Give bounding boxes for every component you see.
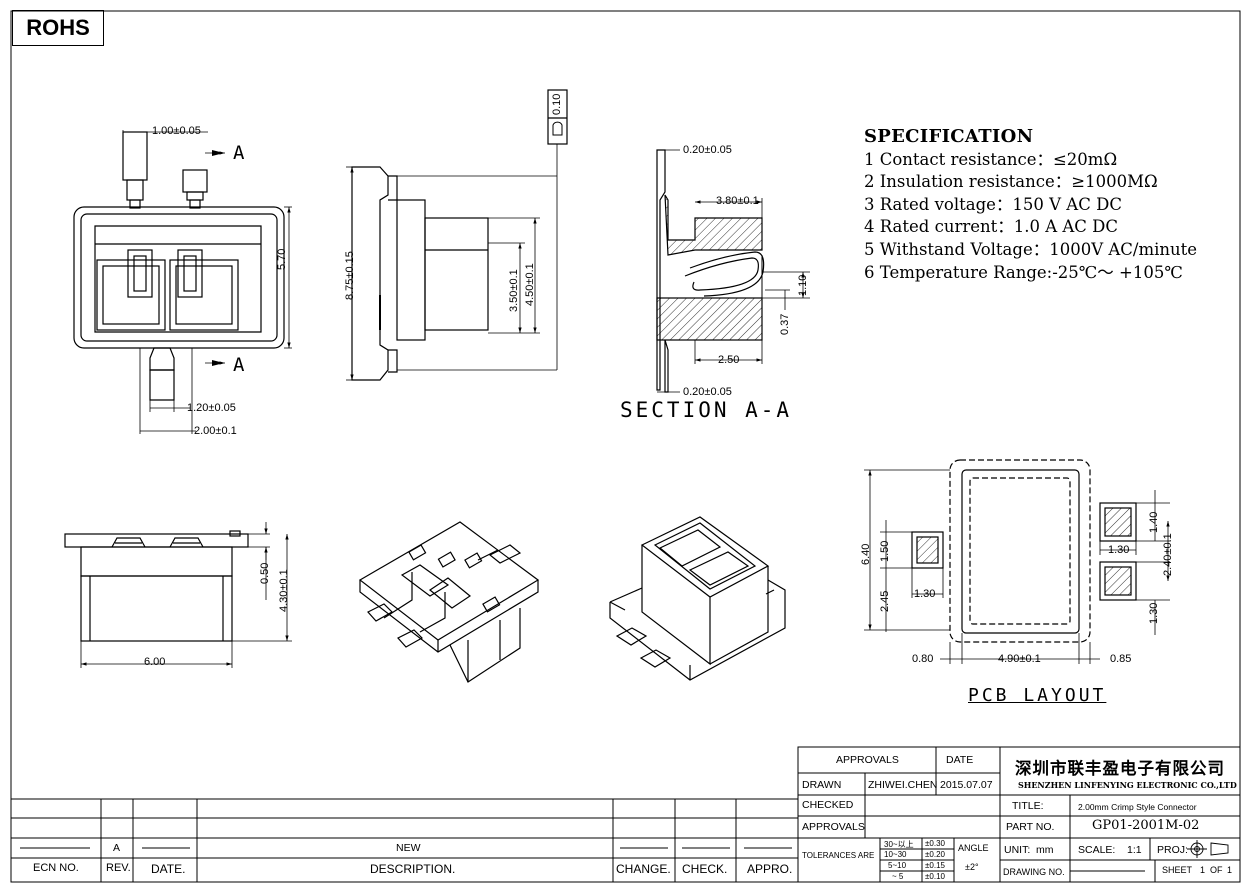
tb-angle-value: ±2°: [965, 862, 979, 872]
tb-unit-value: mm: [1036, 844, 1054, 856]
specification-block: SPECIFICATION 1 Contact resistance：≤20mΩ…: [864, 126, 1197, 284]
dim-pcb-pad-l-w: 1.30: [914, 588, 936, 600]
tol-value-1: ±0.30: [925, 839, 945, 848]
tol-value-2: ±0.20: [925, 850, 945, 859]
tb-sheet-total: 1: [1227, 865, 1233, 875]
rev-header-appro: APPRO.: [747, 862, 793, 876]
dim-side-inner1: 3.50±0.1: [508, 269, 520, 312]
dim-pcb-pad-r-h: 1.40: [1148, 511, 1160, 533]
tb-title-value: 2.00mm Crimp Style Connector: [1078, 802, 1197, 812]
rev-value: A: [113, 842, 121, 854]
section-arrow-bottom: [212, 360, 224, 366]
section-a-a-label: SECTION A-A: [620, 398, 793, 422]
rev-header-ecn: ECN NO.: [33, 862, 79, 874]
tb-scale-value: 1:1: [1127, 844, 1142, 856]
spec-item-3: 3 Rated voltage：150 V AC DC: [864, 194, 1122, 214]
dim-side-inner2: 4.50±0.1: [524, 263, 536, 306]
dim-section-bottom: 0.20±0.05: [683, 386, 732, 398]
rev-description-value: NEW: [396, 842, 421, 854]
spec-item-5: 5 Withstand Voltage：1000V AC/minute: [864, 239, 1198, 259]
dim-side-overall: 8.75±0.15: [344, 251, 356, 300]
dim-section-foot: 2.50: [718, 354, 740, 366]
tol-value-3: ±0.15: [925, 861, 945, 870]
dim-pcb-width: 4.90±0.1: [998, 653, 1041, 665]
tb-drawn-by: ZHIWEI.CHEN: [868, 779, 938, 791]
isometric-view-back: [358, 521, 540, 683]
flatness-symbol: [552, 121, 563, 136]
dim-pcb-pad-r-w: 1.30: [1108, 544, 1130, 556]
rev-header-date: DATE.: [151, 862, 186, 876]
tb-sheet-label: SHEET: [1162, 865, 1193, 875]
tb-drawn-label: DRAWN: [802, 779, 842, 791]
rev-header-rev: REV.: [106, 862, 131, 874]
projection-symbol-icon: [1187, 840, 1229, 858]
elevation-view: [64, 522, 292, 668]
dim-pin-width: 1.20±0.05: [187, 402, 236, 414]
tol-range-2: 10~30: [884, 850, 907, 859]
tb-sheet-value: 1: [1200, 865, 1206, 875]
pcb-layout-label: PCB LAYOUT: [968, 685, 1107, 706]
tol-range-4: ~ 5: [892, 872, 904, 881]
tb-drawn-date: 2015.07.07: [940, 779, 993, 791]
tb-drawing-no-label: DRAWING NO.: [1003, 867, 1065, 877]
dim-pcb-pad-l-h: 1.50: [879, 540, 891, 562]
dim-elev-thickness: 0.50: [259, 562, 271, 584]
spec-item-6: 6 Temperature Range:-25℃～ +105℃: [864, 262, 1183, 282]
dim-top-pin: 1.00±0.05: [152, 125, 201, 137]
tb-approvals-label: APPROVALS: [802, 821, 865, 833]
title-block-grid: [10, 746, 1241, 883]
tol-value-4: ±0.10: [925, 872, 945, 881]
side-view: [346, 89, 568, 381]
rev-header-change: CHANGE.: [616, 862, 671, 876]
dim-elev-height: 4.30±0.1: [278, 569, 290, 612]
dim-pcb-total: 6.40: [860, 543, 872, 565]
dim-pitch: 2.00±0.1: [194, 425, 237, 437]
dim-elev-width: 6.00: [144, 656, 166, 668]
company-name-cn: 深圳市联丰盈电子有限公司: [1015, 759, 1225, 778]
tb-part-value: GP01-2001M-02: [1092, 818, 1200, 833]
tb-title-label: TITLE:: [1012, 800, 1044, 812]
dim-pcb-pad-r-y: 1.30: [1148, 602, 1160, 624]
tb-date-header: DATE: [946, 754, 974, 766]
rev-header-description: DESCRIPTION.: [370, 862, 456, 876]
tb-sheet-of: OF: [1210, 865, 1223, 875]
tb-checked-label: CHECKED: [802, 799, 854, 811]
tb-tolerances-label: TOLERANCES ARE: [802, 851, 875, 860]
company-name-en: SHENZHEN LINFENYING ELECTRONIC CO.,LTD: [1018, 780, 1237, 790]
tb-approvals-header: APPROVALS: [836, 754, 899, 766]
tol-range-1: 30~以上: [884, 840, 914, 849]
front-view: [73, 130, 292, 434]
dim-section-top: 0.20±0.05: [683, 144, 732, 156]
tb-proj-label: PROJ:: [1157, 844, 1188, 856]
tb-unit-label: UNIT:: [1004, 844, 1031, 856]
tb-scale-label: SCALE:: [1078, 844, 1116, 856]
dim-section-contact: 0.37: [779, 313, 791, 335]
rohs-label: ROHS: [12, 10, 104, 46]
dim-section-width: 3.80±0.1: [716, 195, 759, 207]
specification-title: SPECIFICATION: [864, 126, 1034, 147]
rev-header-check: CHECK.: [682, 862, 728, 876]
dim-section-gap: 1.10: [797, 274, 809, 296]
isometric-view-front: [609, 516, 786, 681]
spec-item-4: 4 Rated current：1.0 A AC DC: [864, 217, 1119, 237]
tb-angle-label: ANGLE: [958, 843, 989, 853]
pcb-layout: [864, 459, 1170, 664]
dim-pcb-pad-pitch: 2.40±0.1: [1162, 533, 1174, 576]
dim-front-height: 5.70: [276, 248, 288, 270]
dim-pcb-right: 0.85: [1110, 653, 1132, 665]
spec-item-2: 2 Insulation resistance：≥1000MΩ: [864, 172, 1158, 192]
tol-range-3: 5~10: [888, 861, 907, 870]
spec-item-1: 1 Contact resistance：≤20mΩ: [864, 149, 1118, 169]
section-mark-bottom: A: [233, 354, 248, 376]
tb-part-label: PART NO.: [1006, 821, 1055, 833]
dim-flatness: 0.10: [551, 93, 563, 115]
section-arrow-top: [212, 150, 224, 156]
section-mark-top: A: [233, 142, 248, 164]
dim-pcb-pad-l-y: 2.45: [879, 590, 891, 612]
section-a-a: [656, 149, 810, 393]
dim-pcb-left: 0.80: [912, 653, 934, 665]
